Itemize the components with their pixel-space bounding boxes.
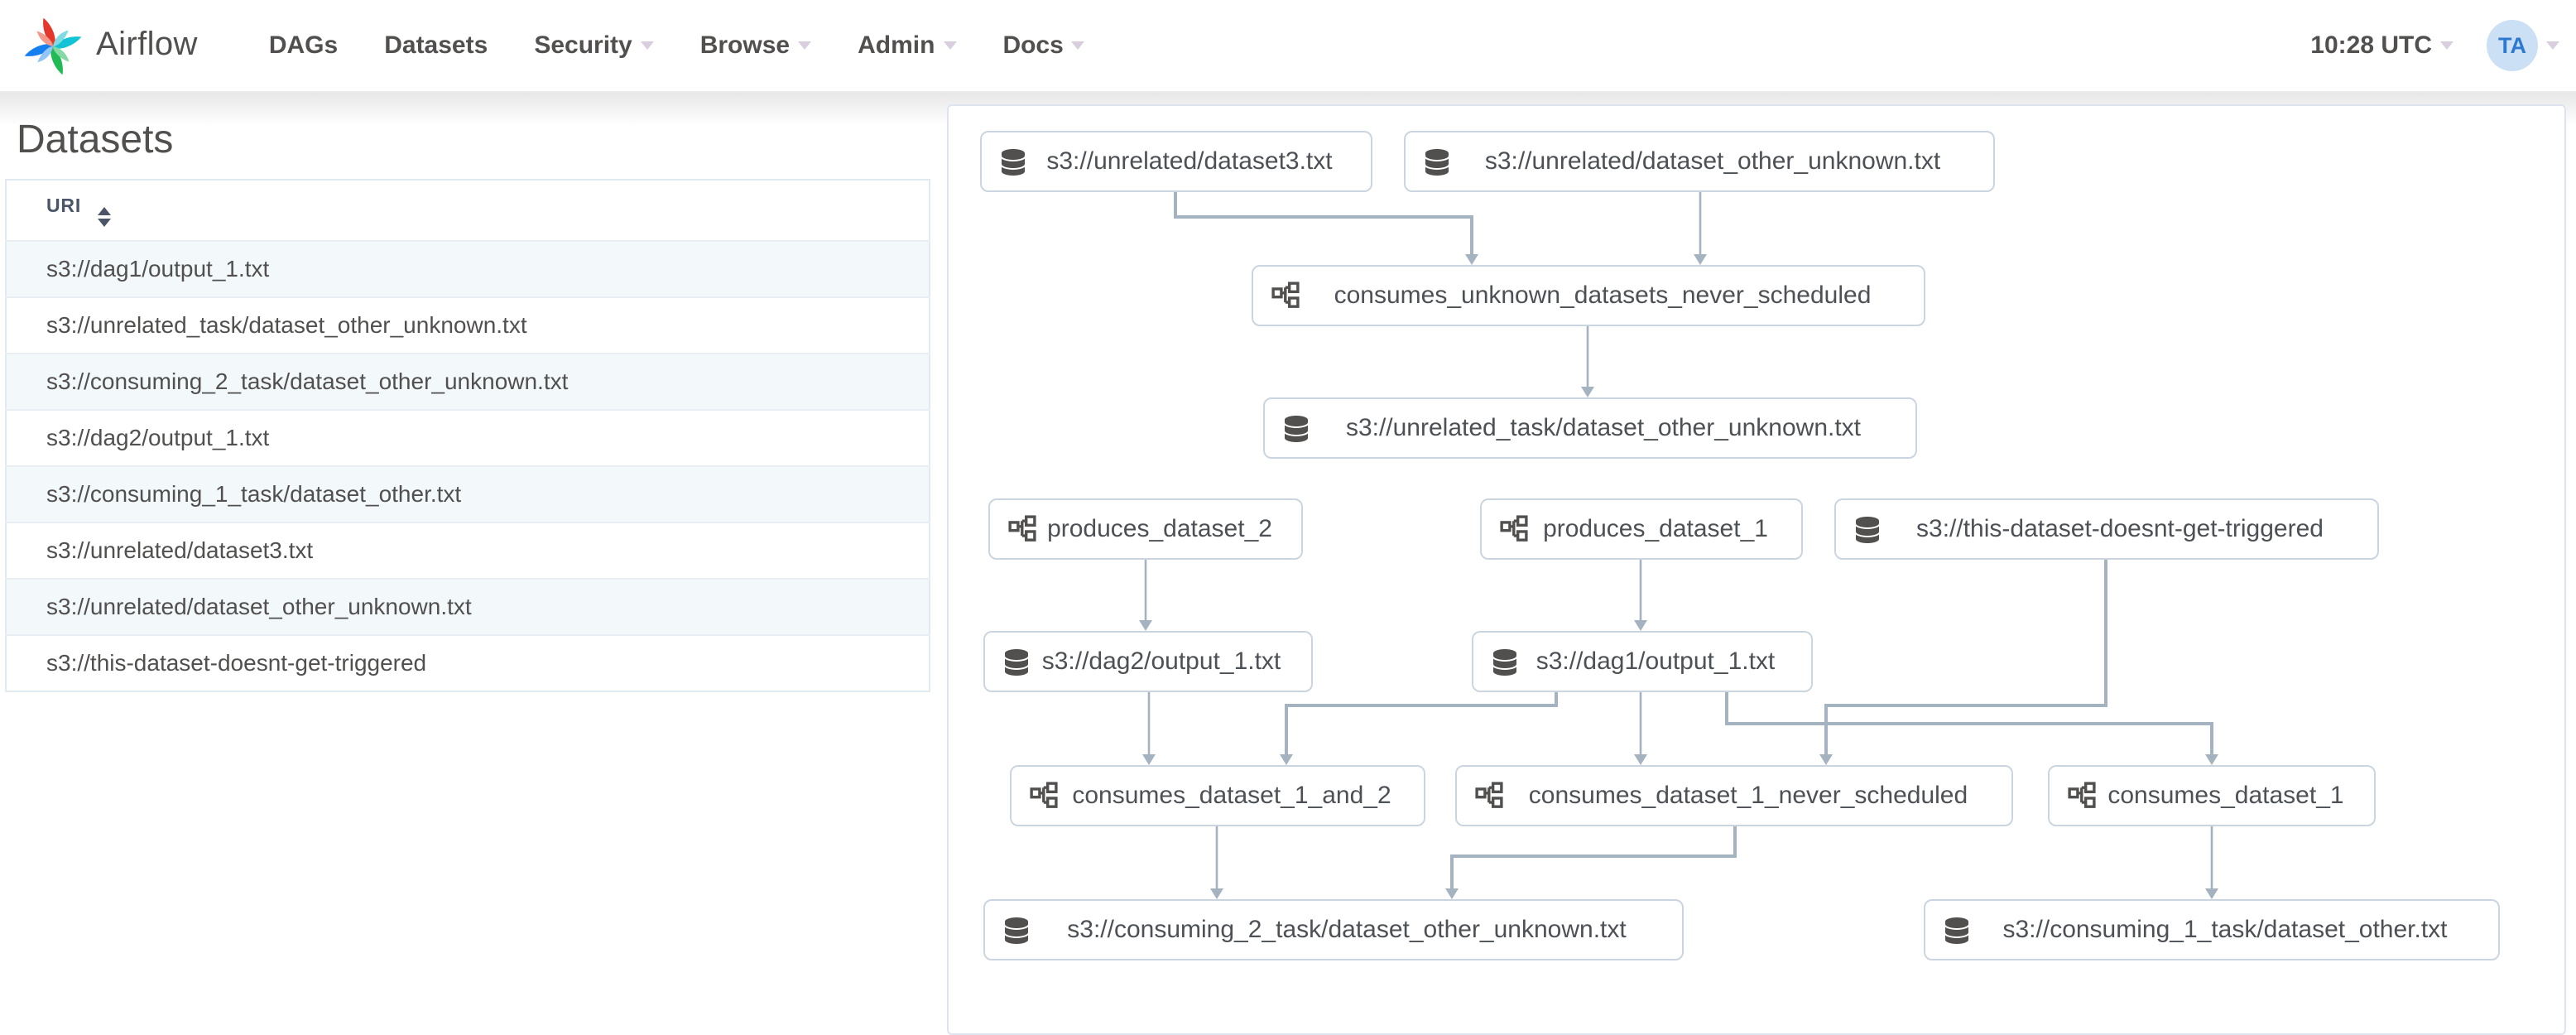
graph-node-never_triggered[interactable]: s3://this-dataset-doesnt-get-triggered — [1834, 498, 2379, 560]
graph-node-label: s3://consuming_1_task/dataset_other.txt — [2002, 916, 2448, 944]
dataset-uri-cell[interactable]: s3://unrelated/dataset3.txt — [6, 521, 930, 578]
table-row[interactable]: s3://consuming_1_task/dataset_other.txt — [6, 465, 930, 522]
clock-label: 10:28 UTC — [2310, 31, 2432, 60]
table-row[interactable]: s3://dag2/output_1.txt — [6, 408, 930, 465]
caret-down-icon — [1071, 41, 1085, 50]
dataset-icon — [1003, 917, 1030, 943]
graph-node-label: consumes_dataset_1_never_scheduled — [1528, 782, 1968, 810]
graph-node-unrelated_task[interactable]: s3://unrelated_task/dataset_other_unknow… — [1263, 397, 1917, 459]
nav-item-label: Security — [534, 31, 632, 60]
graph-node-label: s3://dag2/output_1.txt — [1041, 647, 1281, 676]
avatar: TA — [2487, 20, 2538, 71]
navbar-right: 10:28 UTC TA — [2310, 20, 2576, 71]
graph-node-dag1_out[interactable]: s3://dag1/output_1.txt — [1472, 631, 1813, 692]
nav-item-datasets[interactable]: Datasets — [361, 0, 511, 91]
graph-node-label: produces_dataset_2 — [1047, 515, 1272, 543]
table-row[interactable]: s3://unrelated/dataset3.txt — [6, 521, 930, 578]
dataset-icon — [1492, 648, 1518, 675]
uri-column-header[interactable]: URI — [6, 180, 930, 240]
dataset-uri-cell[interactable]: s3://unrelated_task/dataset_other_unknow… — [6, 296, 930, 353]
caret-down-icon — [640, 41, 654, 50]
dag-icon — [1475, 782, 1503, 810]
table-row[interactable]: s3://unrelated_task/dataset_other_unknow… — [6, 296, 930, 353]
nav-item-label: Admin — [858, 31, 935, 60]
graph-node-label: s3://unrelated_task/dataset_other_unknow… — [1345, 414, 1862, 442]
page-title: Datasets — [17, 118, 174, 162]
dag-icon — [1030, 782, 1058, 810]
dataset-uri-cell[interactable]: s3://consuming_2_task/dataset_other_unkn… — [6, 352, 930, 409]
table-row[interactable]: s3://consuming_2_task/dataset_other_unkn… — [6, 352, 930, 409]
dataset-uri-cell[interactable]: s3://dag1/output_1.txt — [6, 239, 930, 296]
caret-down-icon — [943, 41, 957, 50]
graph-node-unrelated_ds3[interactable]: s3://unrelated/dataset3.txt — [980, 131, 1372, 192]
table-row[interactable]: s3://unrelated/dataset_other_unknown.txt — [6, 577, 930, 634]
uri-header-label: URI — [46, 197, 82, 217]
dataset-uri-cell[interactable]: s3://this-dataset-doesnt-get-triggered — [6, 633, 930, 691]
caret-down-icon — [2440, 41, 2453, 50]
graph-node-label: consumes_unknown_datasets_never_schedule… — [1334, 282, 1872, 310]
airflow-logo[interactable]: Airflow — [22, 14, 198, 77]
nav-item-security[interactable]: Security — [511, 0, 676, 91]
dataset-icon — [1424, 148, 1450, 175]
graph-node-label: s3://this-dataset-doesnt-get-triggered — [1916, 515, 2324, 543]
dataset-uri-cell[interactable]: s3://consuming_1_task/dataset_other.txt — [6, 465, 930, 522]
graph-node-consuming_2[interactable]: s3://consuming_2_task/dataset_other_unkn… — [983, 899, 1684, 960]
dag-icon — [1500, 515, 1528, 543]
graph-node-consuming_1[interactable]: s3://consuming_1_task/dataset_other.txt — [1924, 899, 2500, 960]
dataset-icon — [1000, 148, 1026, 175]
graph-node-label: produces_dataset_1 — [1543, 515, 1768, 543]
nav-item-label: Datasets — [384, 31, 488, 60]
dataset-graph-card — [947, 104, 2566, 1035]
nav-item-dags[interactable]: DAGs — [246, 0, 361, 91]
graph-node-label: s3://dag1/output_1.txt — [1536, 647, 1776, 676]
nav-item-label: Docs — [1002, 31, 1064, 60]
graph-node-label: s3://consuming_2_task/dataset_other_unkn… — [1067, 916, 1627, 944]
nav-item-docs[interactable]: Docs — [979, 0, 1108, 91]
clock-dropdown[interactable]: 10:28 UTC — [2310, 31, 2453, 60]
dag-icon — [1008, 515, 1036, 543]
graph-node-produces_2[interactable]: produces_dataset_2 — [988, 498, 1303, 560]
graph-node-label: s3://unrelated/dataset_other_unknown.txt — [1484, 147, 1941, 176]
dataset-icon — [1944, 917, 1970, 943]
graph-node-label: s3://unrelated/dataset3.txt — [1046, 147, 1333, 176]
graph-node-unrelated_other[interactable]: s3://unrelated/dataset_other_unknown.txt — [1404, 131, 1995, 192]
graph-node-consumes_unknown[interactable]: consumes_unknown_datasets_never_schedule… — [1252, 265, 1925, 326]
main-nav: DAGs Datasets Security Browse Admin Docs — [246, 0, 1108, 91]
nav-item-label: Browse — [699, 31, 791, 60]
dataset-icon — [1283, 415, 1310, 441]
graph-node-consumes_1_and_2[interactable]: consumes_dataset_1_and_2 — [1010, 765, 1425, 826]
dataset-icon — [1854, 516, 1881, 542]
graph-node-produces_1[interactable]: produces_dataset_1 — [1480, 498, 1803, 560]
sort-icon — [97, 207, 111, 226]
caret-down-icon — [798, 41, 812, 50]
nav-item-admin[interactable]: Admin — [834, 0, 979, 91]
dataset-uri-cell[interactable]: s3://unrelated/dataset_other_unknown.txt — [6, 577, 930, 634]
graph-node-consumes_1_ns[interactable]: consumes_dataset_1_never_scheduled — [1455, 765, 2013, 826]
caret-down-icon — [2546, 41, 2559, 50]
table-row[interactable]: s3://dag1/output_1.txt — [6, 239, 930, 296]
table-row[interactable]: s3://this-dataset-doesnt-get-triggered — [6, 633, 930, 691]
graph-node-label: consumes_dataset_1 — [2107, 782, 2344, 810]
user-menu[interactable]: TA — [2487, 20, 2559, 71]
pinwheel-icon — [22, 14, 84, 77]
dataset-icon — [1003, 648, 1030, 675]
brand-name: Airflow — [96, 26, 198, 63]
nav-item-browse[interactable]: Browse — [677, 0, 834, 91]
graph-node-label: consumes_dataset_1_and_2 — [1072, 782, 1391, 810]
dataset-uri-cell[interactable]: s3://dag2/output_1.txt — [6, 408, 930, 465]
dag-icon — [2068, 782, 2096, 810]
graph-node-consumes_1[interactable]: consumes_dataset_1 — [2048, 765, 2376, 826]
dag-icon — [1271, 282, 1300, 310]
nav-item-label: DAGs — [268, 31, 339, 60]
graph-node-dag2_out[interactable]: s3://dag2/output_1.txt — [983, 631, 1313, 692]
